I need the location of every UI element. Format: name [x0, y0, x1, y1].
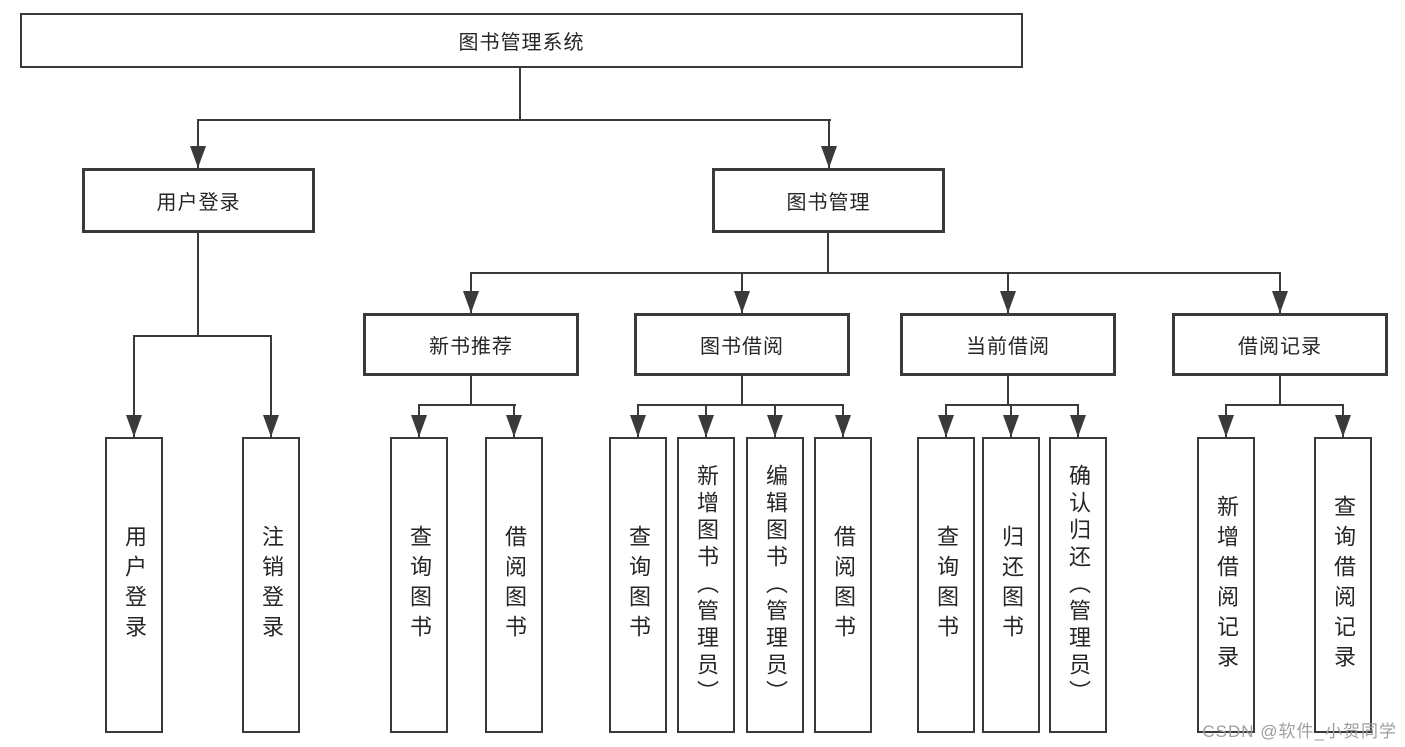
arrow-down-icon — [1218, 415, 1234, 437]
leaf-edit-books-admin-label: 编辑图书（管理员） — [763, 463, 788, 707]
arrow-down-icon — [1070, 415, 1086, 437]
connector-root-hline — [197, 119, 831, 121]
node-user-login-label: 用户登录 — [156, 192, 241, 214]
csdn-watermark: CSDN @软件_小贺同学 — [1202, 722, 1397, 741]
node-library-system: 图书管理系统 — [20, 13, 1023, 68]
node-borrowing-records: 借阅记录 — [1172, 313, 1388, 376]
arrow-down-icon — [1000, 291, 1016, 313]
node-new-book-recommend-label: 新书推荐 — [429, 336, 513, 358]
arrow-down-icon — [263, 415, 279, 437]
leaf-add-books-admin: 新增图书（管理员） — [677, 437, 735, 733]
node-book-management-label: 图书管理 — [786, 192, 871, 214]
connector-borrowing-vline — [741, 376, 743, 406]
connector-records-hline — [1225, 404, 1344, 406]
leaf-borrow-books-borrowing: 借阅图书 — [814, 437, 872, 733]
node-current-borrowing-label: 当前借阅 — [966, 336, 1050, 358]
arrow-down-icon — [698, 415, 714, 437]
leaf-add-books-admin-label: 新增图书（管理员） — [694, 463, 719, 707]
connector-newbook-hline — [418, 404, 516, 406]
connector-bookmgmt-vline — [827, 233, 829, 273]
leaf-confirm-return-admin: 确认归还（管理员） — [1049, 437, 1107, 733]
node-borrowing-records-label: 借阅记录 — [1238, 336, 1322, 358]
connector-newbook-vline — [470, 376, 472, 406]
arrow-down-icon — [126, 415, 142, 437]
connector-userlogin-hline — [133, 335, 272, 337]
leaf-borrow-books-borrowing-label: 借阅图书 — [831, 525, 856, 645]
leaf-confirm-return-admin-label: 确认归还（管理员） — [1066, 463, 1091, 707]
arrow-down-icon — [835, 415, 851, 437]
node-user-login: 用户登录 — [82, 168, 315, 233]
leaf-query-books-recommend: 查询图书 — [390, 437, 448, 733]
leaf-query-books-borrowing: 查询图书 — [609, 437, 667, 733]
connector-userlogin-drop-2 — [270, 335, 272, 437]
leaf-logout: 注销登录 — [242, 437, 300, 733]
node-book-borrowing-label: 图书借阅 — [700, 336, 784, 358]
connector-current-hline — [945, 404, 1079, 406]
node-library-system-label: 图书管理系统 — [458, 32, 585, 54]
arrow-down-icon — [938, 415, 954, 437]
leaf-return-books: 归还图书 — [982, 437, 1040, 733]
node-book-management: 图书管理 — [712, 168, 945, 233]
connector-records-vline — [1279, 376, 1281, 406]
arrow-down-icon — [734, 291, 750, 313]
arrow-down-icon — [463, 291, 479, 313]
connector-userlogin-drop-1 — [133, 335, 135, 437]
connector-root-drop-left — [197, 119, 199, 168]
arrow-down-icon — [190, 146, 206, 168]
leaf-query-borrow-record: 查询借阅记录 — [1314, 437, 1372, 733]
node-new-book-recommend: 新书推荐 — [363, 313, 579, 376]
arrow-down-icon — [630, 415, 646, 437]
connector-borrowing-hline — [637, 404, 844, 406]
leaf-borrow-books-recommend-label: 借阅图书 — [502, 525, 527, 645]
leaf-user-login: 用户登录 — [105, 437, 163, 733]
leaf-query-books-current: 查询图书 — [917, 437, 975, 733]
connector-userlogin-vline — [197, 233, 199, 336]
connector-bookmgmt-hline — [470, 272, 1281, 274]
leaf-logout-label: 注销登录 — [259, 525, 284, 645]
node-current-borrowing: 当前借阅 — [900, 313, 1116, 376]
leaf-query-books-current-label: 查询图书 — [934, 525, 959, 645]
leaf-query-books-recommend-label: 查询图书 — [407, 525, 432, 645]
leaf-add-borrow-record-label: 新增借阅记录 — [1214, 495, 1239, 675]
arrow-down-icon — [411, 415, 427, 437]
arrow-down-icon — [821, 146, 837, 168]
arrow-down-icon — [1272, 291, 1288, 313]
connector-root-vline — [519, 68, 521, 120]
arrow-down-icon — [1003, 415, 1019, 437]
leaf-query-books-borrowing-label: 查询图书 — [626, 525, 651, 645]
arrow-down-icon — [1335, 415, 1351, 437]
leaf-user-login-label: 用户登录 — [122, 525, 147, 645]
node-book-borrowing: 图书借阅 — [634, 313, 850, 376]
leaf-query-borrow-record-label: 查询借阅记录 — [1331, 495, 1356, 675]
leaf-add-borrow-record: 新增借阅记录 — [1197, 437, 1255, 733]
leaf-borrow-books-recommend: 借阅图书 — [485, 437, 543, 733]
leaf-return-books-label: 归还图书 — [999, 525, 1024, 645]
connector-current-vline — [1007, 376, 1009, 406]
leaf-edit-books-admin: 编辑图书（管理员） — [746, 437, 804, 733]
connector-root-drop-right — [828, 119, 830, 168]
arrow-down-icon — [767, 415, 783, 437]
arrow-down-icon — [506, 415, 522, 437]
